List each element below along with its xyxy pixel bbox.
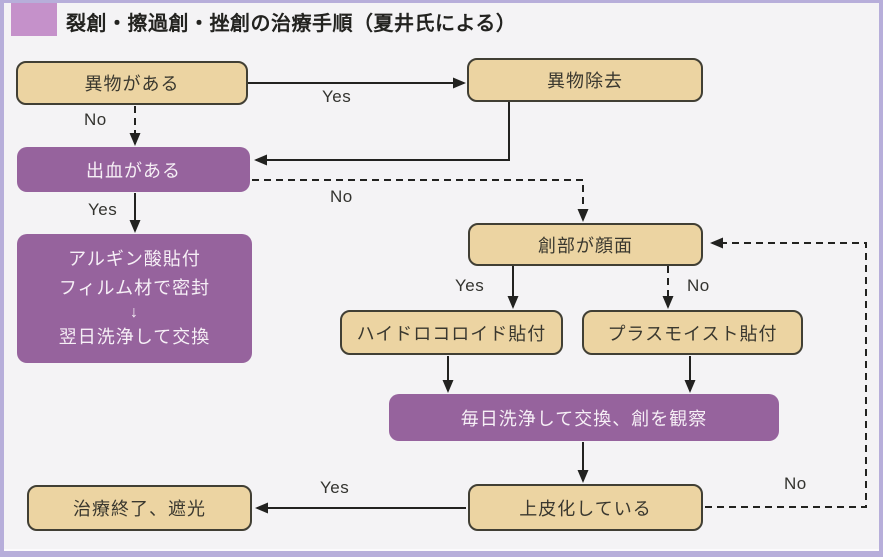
node-foreign-body: 異物がある — [16, 61, 248, 105]
algin-line-3: 翌日洗浄して交換 — [58, 327, 211, 347]
label-foreign-yes: Yes — [322, 87, 352, 106]
label-foreign-no: No — [84, 110, 107, 129]
label-epith-no: No — [784, 474, 807, 493]
edge-epith-no-loop — [705, 237, 867, 508]
algin-line-1: アルギン酸貼付 — [68, 249, 201, 269]
edge-bleeding-no — [252, 179, 589, 222]
title-marker-square — [11, 1, 57, 36]
page-border-top — [0, 0, 883, 3]
page-border-bottom — [0, 551, 883, 557]
node-daily-wash: 毎日洗浄して交換、創を観察 — [389, 394, 779, 441]
label-epith-yes: Yes — [320, 478, 350, 497]
page-title: 裂創・擦過創・挫創の治療手順（夏井氏による） — [66, 13, 517, 35]
page-border-right — [879, 0, 883, 557]
node-treatment-end: 治療終了、遮光 — [27, 485, 252, 531]
algin-line-2: フィルム材で密封 — [58, 278, 211, 298]
label-face-yes: Yes — [455, 276, 485, 295]
page-border-gap — [0, 549, 883, 551]
page-border-left — [0, 0, 4, 557]
label-bleeding-no: No — [330, 187, 353, 206]
node-epithelialized: 上皮化している — [468, 484, 703, 531]
node-hydrocolloid: ハイドロコロイド貼付 — [340, 310, 563, 355]
label-bleeding-yes: Yes — [88, 200, 118, 219]
node-wound-face: 創部が顔面 — [468, 223, 703, 266]
node-foreign-removal: 異物除去 — [467, 58, 703, 102]
node-algin-treatment: アルギン酸貼付 フィルム材で密封 ↓ 翌日洗浄して交換 — [17, 234, 252, 363]
edge-removal-to-bleeding — [254, 102, 510, 166]
node-bleeding: 出血がある — [17, 147, 250, 192]
algin-down-arrow-icon: ↓ — [130, 304, 139, 321]
label-face-no: No — [687, 276, 710, 295]
node-plus-moist: プラスモイスト貼付 — [582, 310, 803, 355]
